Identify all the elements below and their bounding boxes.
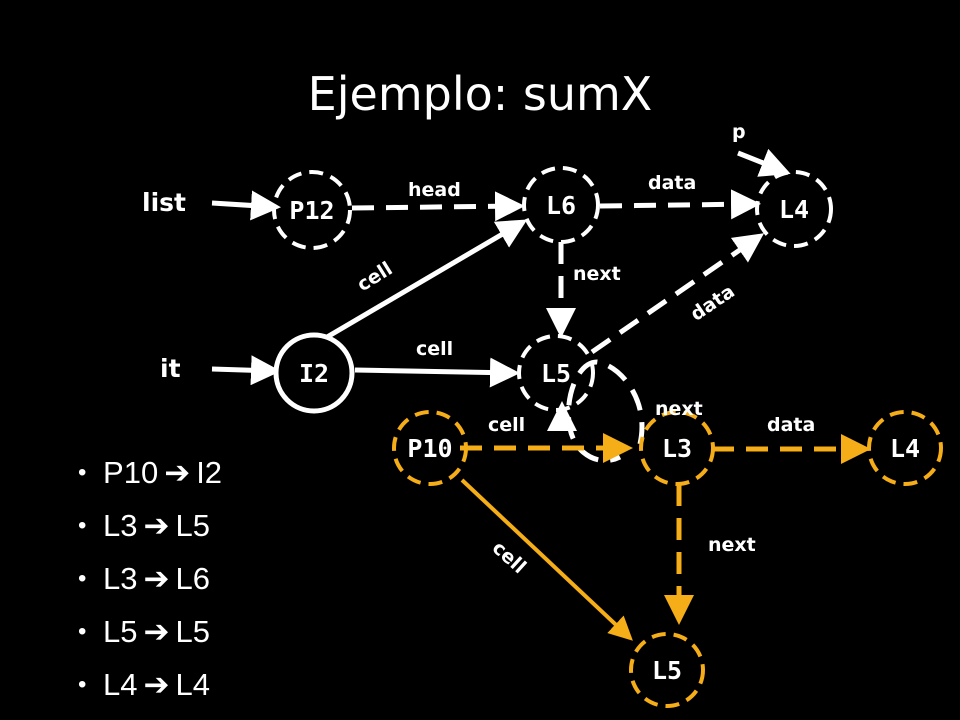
edge-l6-l4 [599, 189, 761, 220]
bullet-to: L4 [175, 667, 210, 702]
node-label: L5 [652, 656, 682, 685]
edge-label-data-bottom: data [767, 414, 815, 436]
bullet-to: L5 [175, 614, 210, 649]
list-item: L5➔L5 [78, 605, 222, 658]
edge-p10-l5 [460, 478, 633, 641]
node-label: L3 [662, 434, 692, 463]
list-item: P10➔I2 [78, 446, 222, 499]
node-l4-top: L4 [755, 170, 833, 248]
node-l5-middle: L5 [517, 334, 595, 412]
var-list-label: list [142, 188, 186, 217]
edge-label-next-l6: next [573, 263, 621, 285]
node-i2: I2 [273, 332, 355, 414]
node-label: P12 [289, 196, 334, 225]
edge-label-data-diagonal: data [686, 280, 738, 325]
it-pointer-arrow [211, 355, 281, 386]
list-item: L3➔L6 [78, 552, 222, 605]
page-title: Ejemplo: sumX [308, 67, 653, 121]
list-item: L4➔L4 [78, 658, 222, 711]
node-l6: L6 [522, 166, 600, 244]
p-pointer-arrow [737, 148, 791, 177]
edge-p12-l6 [351, 191, 525, 222]
edge-label-cell-p10: cell [488, 414, 525, 436]
right-arrow-icon: ➔ [143, 508, 170, 544]
var-it-label: it [160, 354, 181, 383]
bullet-from: P10 [103, 455, 159, 490]
node-label: L5 [541, 359, 571, 388]
edge-label-next-loop: next [655, 398, 703, 420]
edge-l3-l5-loop [566, 359, 645, 464]
edge-i2-l5 [354, 357, 520, 388]
node-label: P10 [407, 434, 452, 463]
edge-l5-l4 [590, 233, 765, 355]
node-l5-bottom: L5 [629, 632, 705, 708]
bullet-from: L3 [103, 561, 138, 596]
bullet-to: L5 [175, 508, 210, 543]
bullet-from: L5 [103, 614, 138, 649]
right-arrow-icon: ➔ [143, 561, 170, 597]
right-arrow-icon: ➔ [164, 455, 191, 491]
list-item: L3➔L5 [78, 499, 222, 552]
edge-label-cell-i2: cell [416, 338, 453, 360]
node-p12: P12 [272, 170, 352, 250]
assignment-list: P10➔I2 L3➔L5 L3➔L6 L5➔L5 L4➔L4 [78, 446, 222, 711]
var-p-label: p [732, 121, 746, 143]
edge-label-next-l3: next [708, 534, 756, 556]
bullet-to: L6 [175, 561, 210, 596]
right-arrow-icon: ➔ [143, 667, 170, 703]
node-label: L6 [546, 191, 576, 220]
edge-label-cell-bottom: cell [488, 537, 530, 578]
right-arrow-icon: ➔ [143, 614, 170, 650]
bullet-to: I2 [196, 455, 223, 490]
node-l3: L3 [639, 410, 715, 486]
edge-label-head: head [408, 179, 461, 201]
edge-i2-l6 [320, 219, 528, 343]
node-label: L4 [779, 195, 809, 224]
node-label: L4 [890, 434, 920, 463]
edge-label-data-top: data [648, 172, 696, 194]
list-pointer-arrow [211, 190, 281, 221]
node-p10: P10 [392, 410, 468, 486]
bullet-from: L4 [103, 667, 138, 702]
bullet-from: L3 [103, 508, 138, 543]
node-label: I2 [299, 359, 329, 388]
edge-label-cell-diagonal: cell [353, 258, 396, 296]
node-l4-bottom: L4 [867, 410, 943, 486]
